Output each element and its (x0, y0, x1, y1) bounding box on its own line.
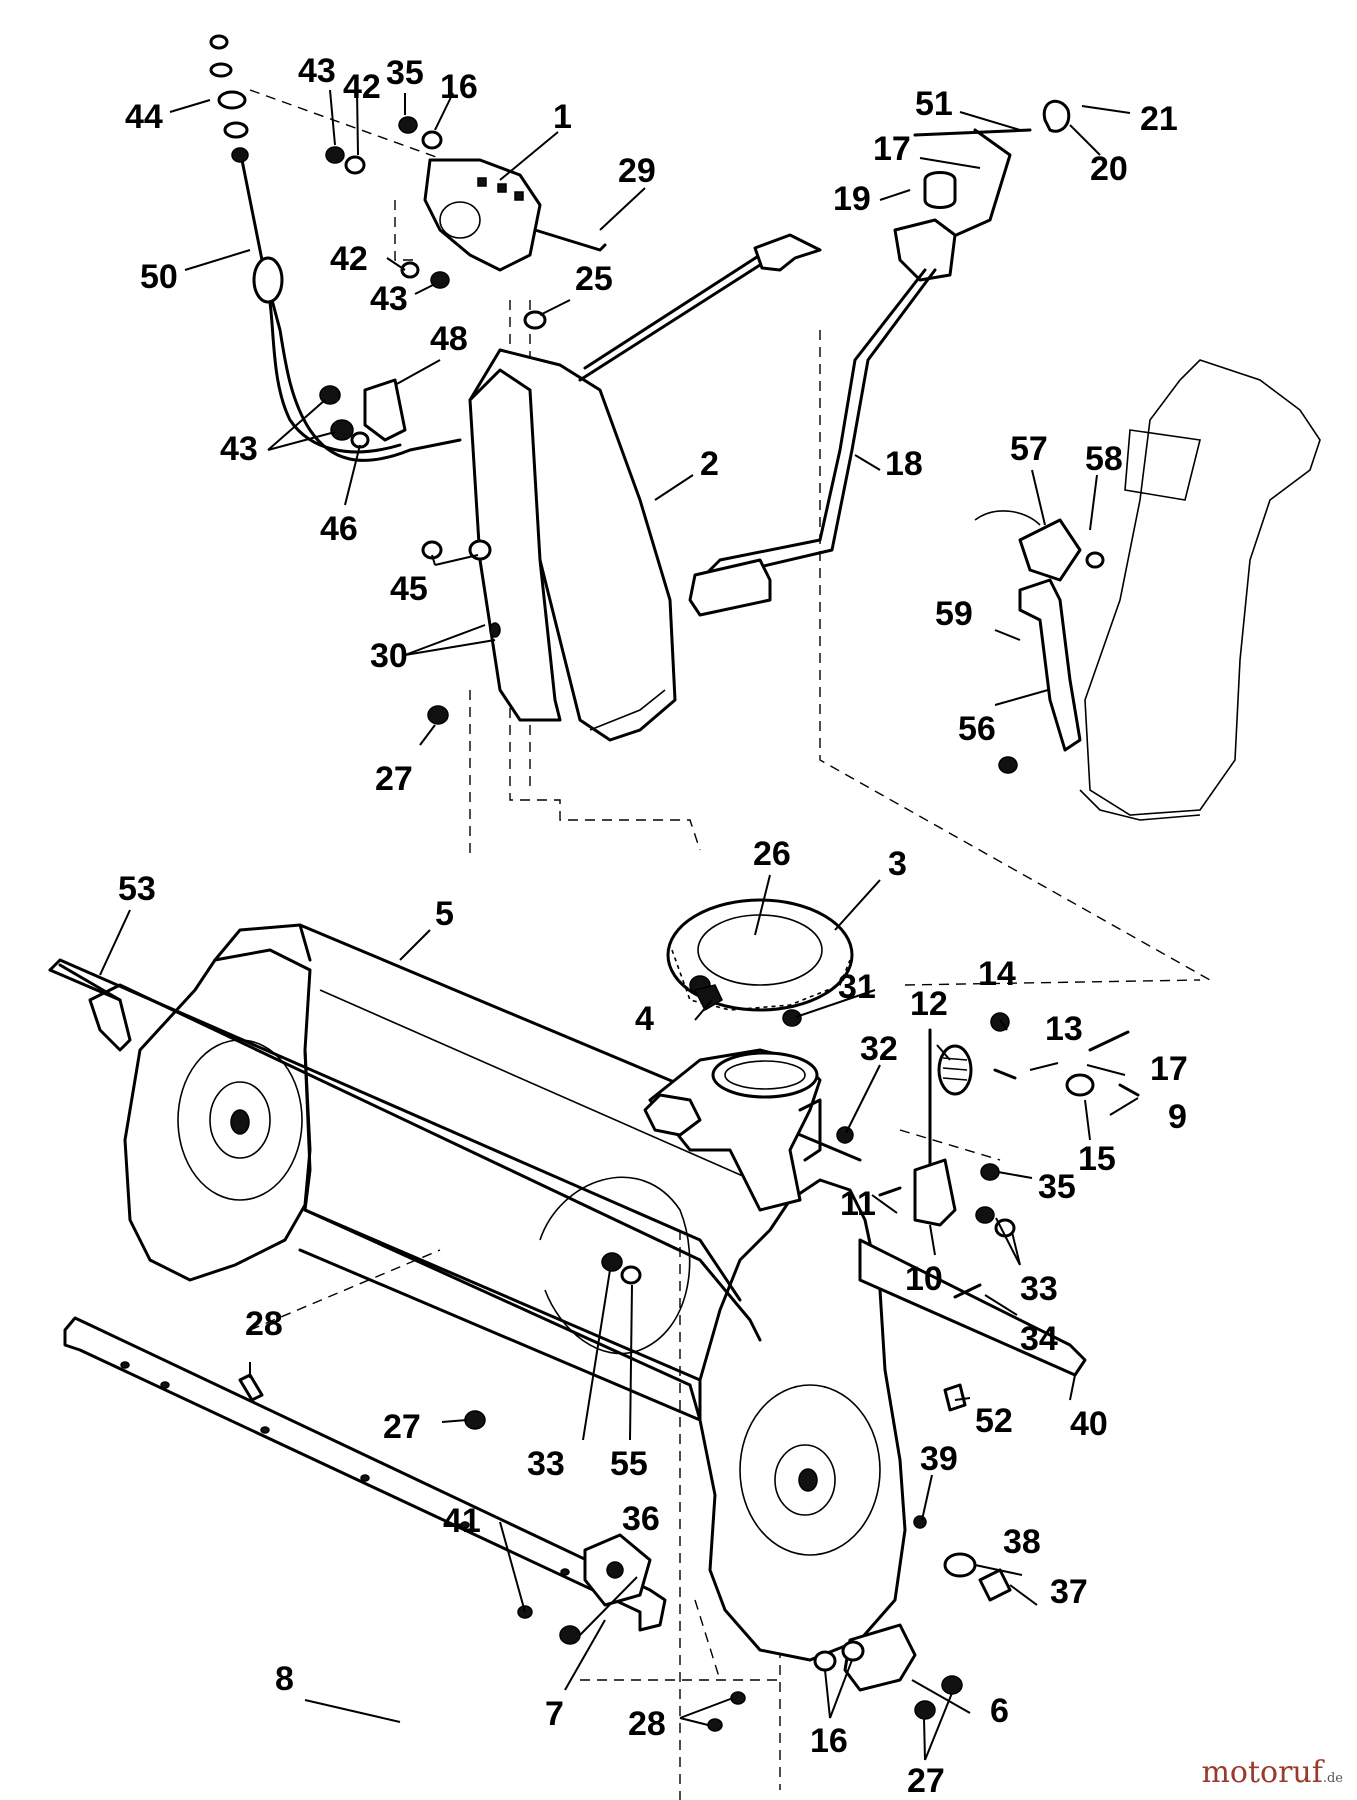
watermark-text: motoruf (1201, 1755, 1323, 1790)
callout-55: 55 (610, 1445, 648, 1483)
callout-8: 8 (275, 1660, 294, 1698)
callout-58: 58 (1085, 440, 1123, 478)
callout-28: 28 (245, 1305, 283, 1343)
callout-50: 50 (140, 258, 178, 296)
watermark: motoruf.de (1201, 1755, 1343, 1790)
callout-27: 27 (383, 1408, 421, 1446)
bearing-flange (583, 1533, 652, 1607)
callout-14: 14 (978, 955, 1016, 993)
callout-52: 52 (975, 1402, 1013, 1440)
auger-housing (123, 923, 907, 1662)
callout-39: 39 (920, 1440, 958, 1478)
callout-11: 11 (840, 1185, 876, 1223)
callout-40: 40 (1070, 1405, 1108, 1443)
callout-6: 6 (990, 1692, 1009, 1730)
callout-31: 31 (838, 968, 876, 1006)
callout-21: 21 (1140, 100, 1178, 138)
callout-17: 17 (873, 130, 911, 168)
callout-33: 33 (527, 1445, 565, 1483)
scraper-bar (858, 1238, 1087, 1377)
callout-13: 13 (1045, 1010, 1083, 1048)
callout-51: 51 (915, 85, 953, 123)
callout-34: 34 (1020, 1320, 1058, 1358)
callout-10: 10 (905, 1260, 943, 1298)
tension-rod (578, 233, 822, 382)
chute-crank (688, 99, 1071, 617)
callout-35: 35 (1038, 1168, 1076, 1206)
callout-37: 37 (1050, 1573, 1088, 1611)
callout-5: 5 (435, 895, 454, 933)
deflector-bracket (423, 158, 542, 272)
callout-59: 59 (935, 595, 973, 633)
callout-35: 35 (386, 54, 424, 92)
callout-20: 20 (1090, 150, 1128, 188)
callout-12: 12 (910, 985, 948, 1023)
callout-32: 32 (860, 1030, 898, 1068)
callout-43: 43 (220, 430, 258, 468)
callout-25: 25 (575, 260, 613, 298)
watermark-suffix: .de (1322, 1771, 1343, 1786)
callout-7: 7 (545, 1695, 564, 1733)
callout-43: 43 (370, 280, 408, 318)
callout-27: 27 (375, 760, 413, 798)
hardware (209, 34, 1140, 1732)
skid-bar (63, 1316, 667, 1632)
callout-1: 1 (553, 98, 572, 136)
bracket-56 (974, 510, 1082, 752)
callout-56: 56 (958, 710, 996, 748)
callout-18: 18 (885, 445, 923, 483)
ring-gear (666, 898, 854, 1012)
callout-27: 27 (907, 1762, 945, 1800)
callout-16: 16 (440, 68, 478, 106)
discharge-chute (468, 348, 677, 742)
callout-30: 30 (370, 637, 408, 675)
callout-42: 42 (330, 240, 368, 278)
callout-44: 44 (125, 98, 163, 136)
callout-36: 36 (622, 1500, 660, 1538)
callout-33: 33 (1020, 1270, 1058, 1308)
handle-bar (48, 958, 762, 1342)
callout-41: 41 (443, 1502, 481, 1540)
callout-26: 26 (753, 835, 791, 873)
callout-42: 42 (343, 68, 381, 106)
callout-38: 38 (1003, 1523, 1041, 1561)
callout-19: 19 (833, 180, 871, 218)
callout-4: 4 (635, 1000, 654, 1038)
callout-leaders (99, 89, 1139, 1761)
callout-2: 2 (700, 445, 719, 483)
callout-57: 57 (1010, 430, 1048, 468)
callout-28: 28 (628, 1705, 666, 1743)
callout-labels: 44 43 42 35 16 1 29 50 42 43 25 48 43 46… (118, 52, 1188, 1800)
callout-53: 53 (118, 870, 156, 908)
callout-17: 17 (1150, 1050, 1188, 1088)
callout-15: 15 (1078, 1140, 1116, 1178)
callout-9: 9 (1168, 1098, 1187, 1136)
upper-chute-reference (1079, 359, 1321, 821)
callout-43: 43 (298, 52, 336, 90)
callout-46: 46 (320, 510, 358, 548)
pin-29 (533, 228, 607, 252)
callout-3: 3 (888, 845, 907, 883)
callout-48: 48 (430, 320, 468, 358)
callout-29: 29 (618, 152, 656, 190)
callout-45: 45 (390, 570, 428, 608)
bracket-10 (913, 1028, 957, 1227)
callout-16: 16 (810, 1722, 848, 1760)
skid-shoe (843, 1623, 917, 1692)
